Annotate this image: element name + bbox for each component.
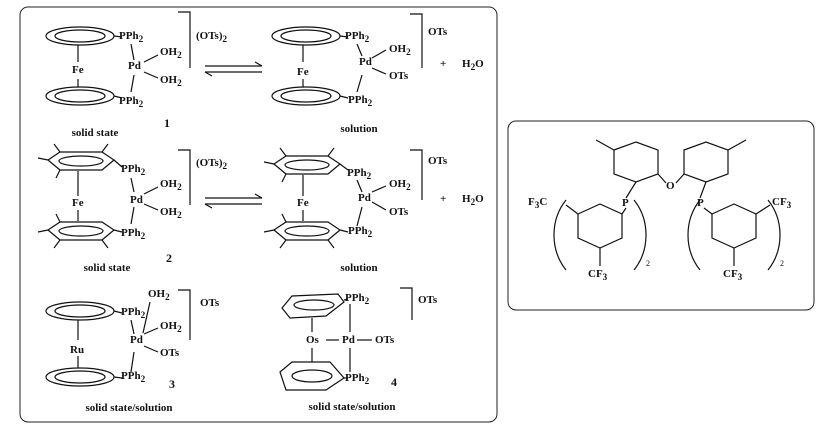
c1-pph2-top: PPh2 <box>119 30 144 45</box>
c2-number: 2 <box>166 251 172 265</box>
ligand-sub-2-left: 2 <box>646 259 650 268</box>
c2s-oh2: OH2 <box>389 178 411 193</box>
c1s-caption: solution <box>340 123 378 135</box>
c4-counterion: OTs <box>418 294 438 306</box>
c2-pph2-top: PPh2 <box>121 163 146 178</box>
c4-pd: Pd <box>342 334 355 346</box>
c2-pph2-bottom: PPh2 <box>121 227 146 242</box>
c1-oh2-a: OH2 <box>160 46 182 61</box>
c3-caption: solid state/solution <box>85 402 173 414</box>
c1s-pd: Pd <box>359 56 372 68</box>
compound-2-structure <box>37 143 191 249</box>
ligand-sub-2-right: 2 <box>780 259 784 268</box>
ligand-p-right: P <box>697 197 704 209</box>
ligand-p-left: P <box>622 197 629 209</box>
c1s-oh2: OH2 <box>389 43 411 58</box>
c1s-ots: OTs <box>389 70 409 82</box>
equilibrium-arrow-1 <box>204 61 263 77</box>
c1s-pph2-bottom: PPh2 <box>348 94 373 109</box>
c4-ots-link: OTs <box>375 334 395 346</box>
c1s-fe: Fe <box>297 66 309 78</box>
compound-4-structure <box>279 287 413 391</box>
ligand-cf3-left: CF3 <box>588 268 608 283</box>
c3-pph2-bottom: PPh2 <box>121 370 146 385</box>
compound-3-structure <box>45 289 191 387</box>
c4-number: 4 <box>391 375 397 389</box>
c2s-counterion: OTs <box>428 155 448 167</box>
ligand-cf3-right-top: CF3 <box>772 196 792 211</box>
ligand-structure <box>553 139 781 271</box>
c3-number: 3 <box>169 377 175 391</box>
c4-os: Os <box>306 334 319 346</box>
c1s-pph2-top: PPh2 <box>345 30 370 45</box>
c1-fe: Fe <box>72 64 84 76</box>
right-panel-frame <box>507 120 815 311</box>
c1-counterion: (OTs)2 <box>196 30 228 45</box>
c2s-water: H2O <box>462 193 484 208</box>
c1-pph2-bottom: PPh2 <box>119 95 144 110</box>
equilibrium-arrow-2 <box>204 193 263 209</box>
c1s-counterion: OTs <box>428 26 448 38</box>
c3-ru: Ru <box>70 344 85 356</box>
c2s-plus: + <box>440 193 447 205</box>
c2s-ots: OTs <box>389 206 409 218</box>
ligand-f3c: F3C <box>528 196 548 211</box>
ligand-oxygen: O <box>666 180 675 192</box>
c1s-plus: + <box>440 58 447 70</box>
ligand-cf3-right-bottom: CF3 <box>723 268 743 283</box>
c2-oh2-a: OH2 <box>160 178 182 193</box>
c3-counterion: OTs <box>200 297 220 309</box>
c2-pd: Pd <box>130 194 143 206</box>
c1s-water: H2O <box>462 58 484 73</box>
c3-pd: Pd <box>130 334 143 346</box>
compound-2-solution-structure <box>263 147 423 249</box>
c2-caption: solid state <box>83 262 131 274</box>
c2s-pph2-top: PPh2 <box>347 167 372 182</box>
c1-caption: solid state <box>71 127 119 139</box>
c1-number: 1 <box>164 116 170 130</box>
compound-1-structure <box>45 11 191 106</box>
c3-ots: OTs <box>160 347 180 359</box>
compound-1-solution-structure <box>271 13 423 106</box>
c2-oh2-b: OH2 <box>160 206 182 221</box>
c2s-fe: Fe <box>297 197 309 209</box>
c2s-pd: Pd <box>358 192 371 204</box>
c1-oh2-b: OH2 <box>160 74 182 89</box>
c2-counterion: (OTs)2 <box>196 157 228 172</box>
c3-oh2: OH2 <box>160 320 182 335</box>
c4-pph2-top: PPh2 <box>345 292 370 307</box>
c4-caption: solid state/solution <box>308 401 396 413</box>
c4-pph2-bottom: PPh2 <box>345 372 370 387</box>
c3-oh2-top: OH2 <box>148 288 170 303</box>
c2s-pph2-bottom: PPh2 <box>348 225 373 240</box>
c2-fe: Fe <box>72 197 84 209</box>
left-panel-frame <box>19 6 498 423</box>
c3-pph2-top: PPh2 <box>121 306 146 321</box>
c2s-caption: solution <box>340 262 378 274</box>
c1-pd: Pd <box>128 60 141 72</box>
